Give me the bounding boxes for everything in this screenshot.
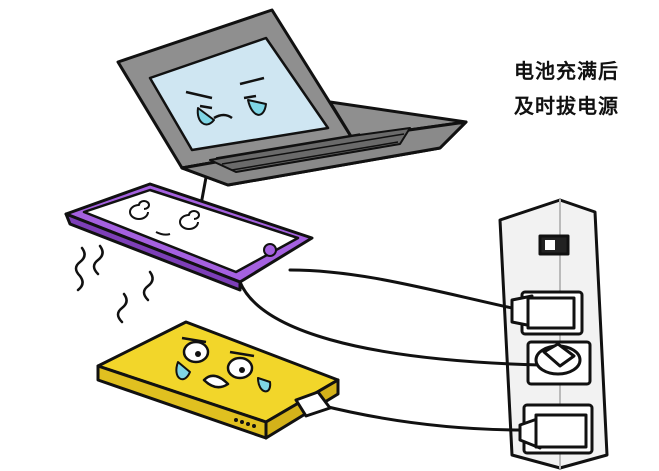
phone-face	[129, 200, 200, 236]
laptop-icon	[116, 8, 468, 187]
laptop-face	[185, 76, 265, 120]
phone-icon	[64, 182, 314, 292]
power-bank-face	[175, 336, 272, 393]
caption-line-1: 电池充满后	[514, 59, 619, 83]
battery-led-dots	[234, 418, 256, 428]
caption-line-2: 及时拔电源	[514, 94, 619, 118]
plug-icon	[510, 294, 588, 450]
stress-squiggles	[74, 244, 154, 324]
power-bank-icon	[96, 320, 340, 440]
